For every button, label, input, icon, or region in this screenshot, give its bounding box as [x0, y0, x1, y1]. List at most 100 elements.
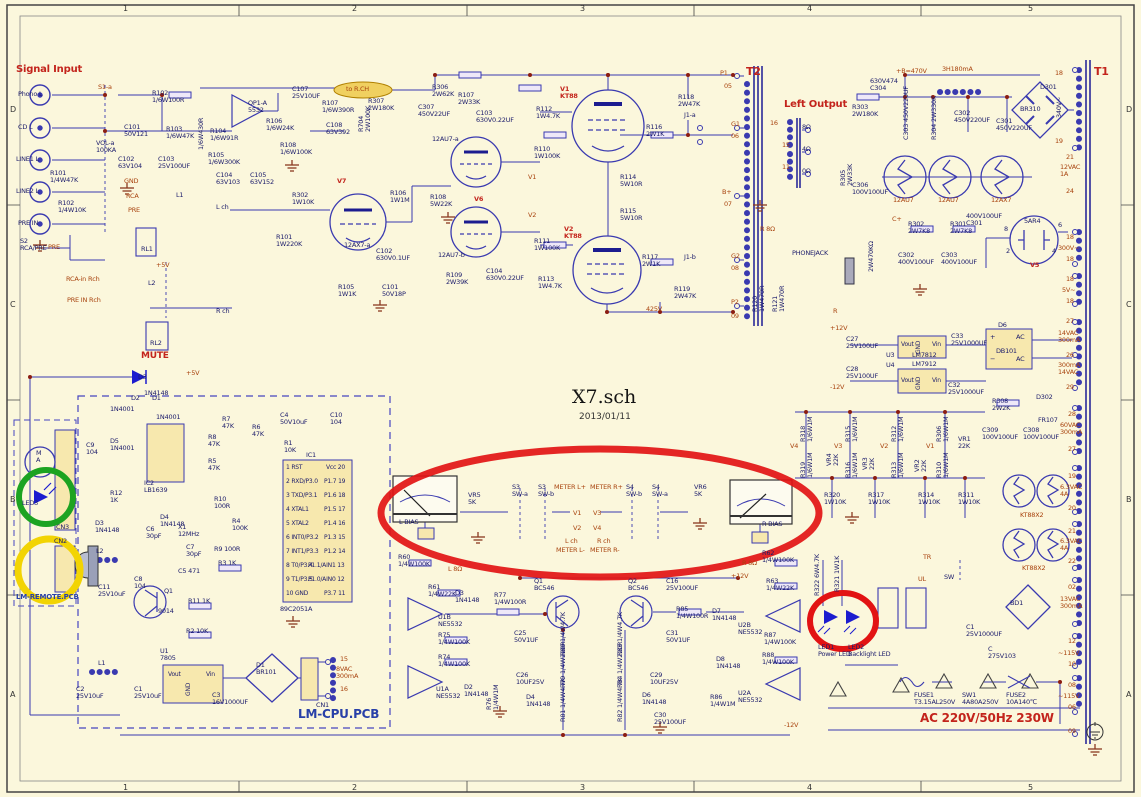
label-15: 15 [782, 141, 790, 149]
grid-row-C: C [1126, 300, 1132, 309]
label-8: 8Ω [802, 123, 811, 131]
label-c4-50v10uf: C4 50V10uF [280, 411, 308, 427]
label-12ax7-a: 12AX7-a [344, 241, 371, 249]
label-r106-1-6w24k: R106 1/6W24K [266, 117, 295, 133]
label-meter-r: METER R+ [590, 483, 623, 491]
grid-col-2: 2 [352, 783, 358, 792]
label-r313-1-6w1m: R313 1/6W1M [890, 452, 906, 478]
label-12v: +12V [830, 324, 848, 332]
label-r312-1-6w1m: R312 1/6W1M [890, 416, 906, 442]
label-q2-bc546: Q2 BC546 [628, 577, 649, 593]
label-r121-1w470r: R121 1W470R [771, 285, 787, 312]
label-j1-a: J1-a [684, 111, 696, 119]
lm-remote-pcb-outline [13, 419, 77, 607]
label-c102-63v104: C102 63V104 [118, 155, 142, 171]
label-r103-1-6w47k: R103 1/6W47K [166, 125, 195, 141]
label-p1-3-15: P1.3 15 [324, 534, 346, 541]
label-5v: +5V [156, 261, 170, 269]
label-r-8: R 8Ω [760, 225, 775, 233]
wires [29, 74, 1080, 736]
label-12ax7: 12AX7 [991, 196, 1012, 204]
label-r8-47k: R8 47K [208, 433, 220, 449]
label-07: 07 [724, 200, 732, 208]
label-lm-remote-pcb: LM-REMOTE.PCB [16, 593, 79, 601]
label-vr4-22k: VR4 22K [825, 453, 841, 467]
label-d3-1n4148: D3 1N4148 [95, 519, 120, 535]
grid-col-4: 4 [807, 783, 813, 792]
label-m-a: M A [36, 449, 42, 465]
label-r11-1k: R11 1K [188, 597, 211, 605]
annotation-red-ellipse-meter-circuit [377, 445, 823, 581]
label-r-ch: R ch [216, 307, 230, 315]
label-r107-2w33k: R107 2W33K [458, 91, 481, 107]
label-kt88x2: KT88X2 [1022, 564, 1046, 572]
label-l1: L1 [98, 659, 106, 667]
grid-row-C: C [10, 300, 16, 309]
label-c308-100v100uf: C308 100V100UF [1023, 426, 1059, 442]
label-d3: D3 [138, 373, 147, 381]
label-pre-in: PRE IN [18, 219, 39, 227]
label-vin: Vin [932, 377, 941, 384]
label-12au7-b: 12AU7-b [438, 251, 465, 259]
label-vr5-5k: VR5 5K [468, 491, 481, 507]
label-6: 6 [1058, 221, 1062, 229]
label-v1: V1 [926, 442, 935, 450]
label-u1-7805: U1 7805 [160, 647, 176, 663]
label-c101-50v18p: C101 50V18P [382, 283, 406, 299]
label-l1: L1 [176, 191, 184, 199]
label-c8-104: C8 104 [134, 575, 146, 591]
label-p1-4-16: P1.4 16 [324, 520, 346, 527]
label-5ar4: 5AR4 [1024, 217, 1041, 225]
grid-row-B: B [1126, 495, 1132, 504]
label-28: 28 [1068, 410, 1076, 418]
label-r107-1-6w390r: R107 1/6W390R [322, 99, 355, 115]
label-c309-100v100uf: C309 100V100UF [982, 426, 1018, 442]
label-4: 4 [1052, 247, 1056, 255]
label-line2-l: LINE2 L [16, 187, 39, 195]
label-sw: SW [944, 573, 955, 581]
label-r3-1k: R3 1K [218, 559, 237, 567]
label-12au7: 12AU7 [938, 196, 959, 204]
label-v3: V3 [834, 442, 843, 450]
label-r82-1-4w4-7k: R82 1/4W4.7K [616, 678, 624, 722]
label-ic2-lb1639: IC2 LB1639 [144, 479, 168, 495]
label-r302-2w7k8: R302 2W7K8 [908, 220, 931, 236]
label-c26-10uf25v: C26 10UF25V [516, 671, 545, 687]
label-6-int0-p3-2: 6 INT0/P3.2 [286, 534, 319, 541]
label-rca: RCA [126, 192, 139, 200]
bias-meters [392, 475, 793, 525]
label-line1-l: LINE1 L [16, 155, 39, 163]
label-16: 16 [340, 685, 348, 693]
label-u2b-ne5532: U2B NE5532 [738, 621, 763, 637]
label-d6-1n4148: D6 1N4148 [642, 691, 667, 707]
label-19: 19 [1068, 472, 1076, 480]
label-pre: PRE [128, 206, 140, 214]
label-ac-220v-50hz-230w: AC 220V/50Hz 230W [920, 711, 1054, 725]
label-v1-kt88: V1 KT88 [560, 85, 578, 101]
label-c3-16v1000uf: C3 16V1000UF [212, 691, 248, 707]
label-10-gnd: 10 GND [286, 590, 309, 597]
label-r120-1w470r: R120 1W470R [751, 285, 767, 312]
label-bd1: BD1 [1010, 599, 1023, 607]
grid-row-A: A [10, 690, 16, 699]
label-r113-1w4-7k: R113 1W4.7K [538, 275, 562, 291]
label-c104-63v103: C104 63V103 [216, 171, 240, 187]
label-c303-450v220uf: C303 450V220UF [902, 86, 910, 140]
label-425v: 425V [646, 305, 663, 313]
label-l-ch: L ch [216, 203, 229, 211]
label-r9-100r: R9 100R [214, 545, 241, 553]
label-gnd: GND [124, 177, 139, 185]
label-led3: LED3 [22, 499, 39, 507]
label-v1: V1 [528, 173, 537, 181]
bridge-rectifiers [245, 81, 1069, 703]
label-c30-25v100uf: C30 25V100UF [654, 711, 687, 727]
label-12au7: 12AU7 [893, 196, 914, 204]
label-ic1: IC1 [306, 451, 316, 459]
label-d2: D2 [131, 394, 140, 402]
transistors [133, 585, 653, 629]
label-12vac-1a: 12VAC 1A [1060, 163, 1081, 179]
label-cn1: CN1 [316, 701, 329, 709]
label-s1-a: S1-a [98, 83, 112, 91]
label-br310: BR310 [1020, 105, 1041, 113]
